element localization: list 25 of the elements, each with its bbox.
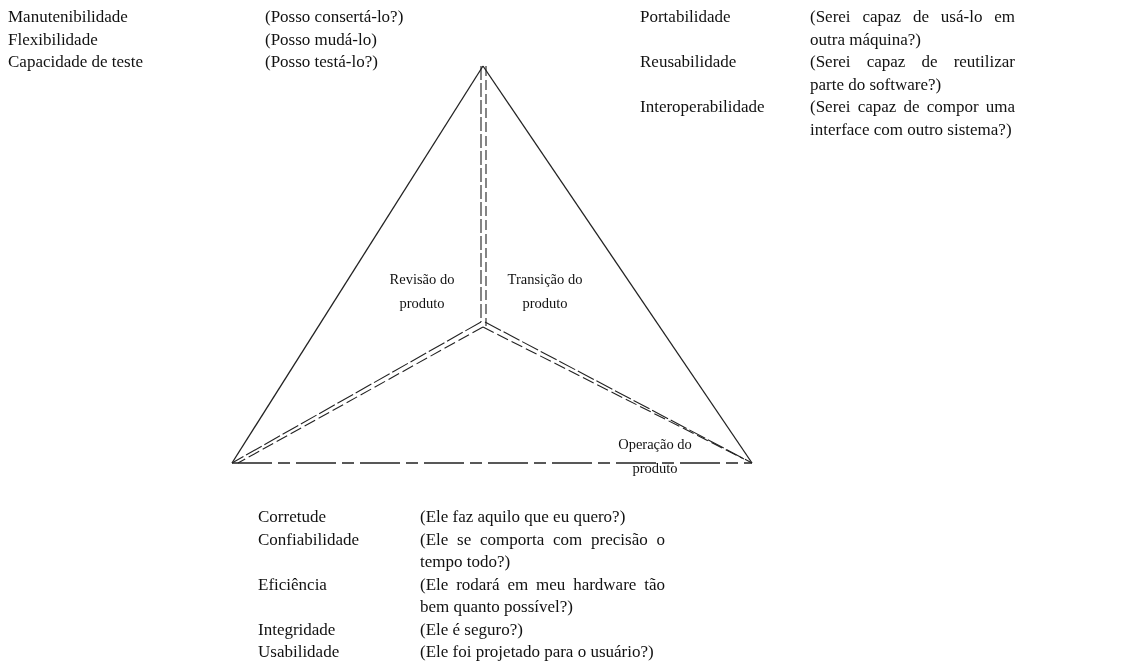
factor-question: (Ele foi projetado para o usuário?) bbox=[420, 641, 655, 663]
quality-factor: Eficiência bbox=[258, 573, 328, 596]
quality-factor: Portabilidade bbox=[640, 6, 732, 28]
factor-question: (Ele se comporta com precisão o tempo todo?) bbox=[420, 528, 665, 573]
factor-question: (Serei capaz de reutilizar parte do software?) bbox=[810, 51, 1015, 96]
quality-factor: Integridade bbox=[258, 618, 337, 641]
region-label: Transição do produto bbox=[503, 267, 587, 315]
factor-question: (Posso consertá-lo?) bbox=[265, 6, 405, 28]
factor-question: (Ele é seguro?) bbox=[420, 618, 524, 641]
quality-factor: Manutenibilidade bbox=[8, 6, 129, 28]
factor-question: (Serei capaz de compor uma interface com outro sistema?) bbox=[810, 96, 1015, 141]
quality-factor: Flexibilidade bbox=[8, 28, 99, 51]
region-label: Revisão do produto bbox=[380, 267, 464, 315]
region-label: Operação do produto bbox=[600, 432, 710, 480]
factor-question: (Ele faz aquilo que eu quero?) bbox=[420, 506, 627, 528]
factor-question: (Posso mudá-lo) bbox=[265, 28, 378, 51]
quality-factor: Confiabilidade bbox=[258, 528, 361, 551]
quality-factor: Usabilidade bbox=[258, 641, 341, 663]
quality-factor: Reusabilidade bbox=[640, 51, 738, 73]
factor-question: (Serei capaz de usá-lo em outra máquina?) bbox=[810, 6, 1015, 51]
quality-factor: Capacidade de teste bbox=[8, 51, 144, 73]
quality-factor: Interoperabilidade bbox=[640, 96, 766, 118]
factor-question: (Posso testá-lo?) bbox=[265, 51, 379, 73]
quality-factor: Corretude bbox=[258, 506, 327, 528]
factor-question: (Ele rodará em meu hardware tão bem quanto possível?) bbox=[420, 573, 665, 618]
